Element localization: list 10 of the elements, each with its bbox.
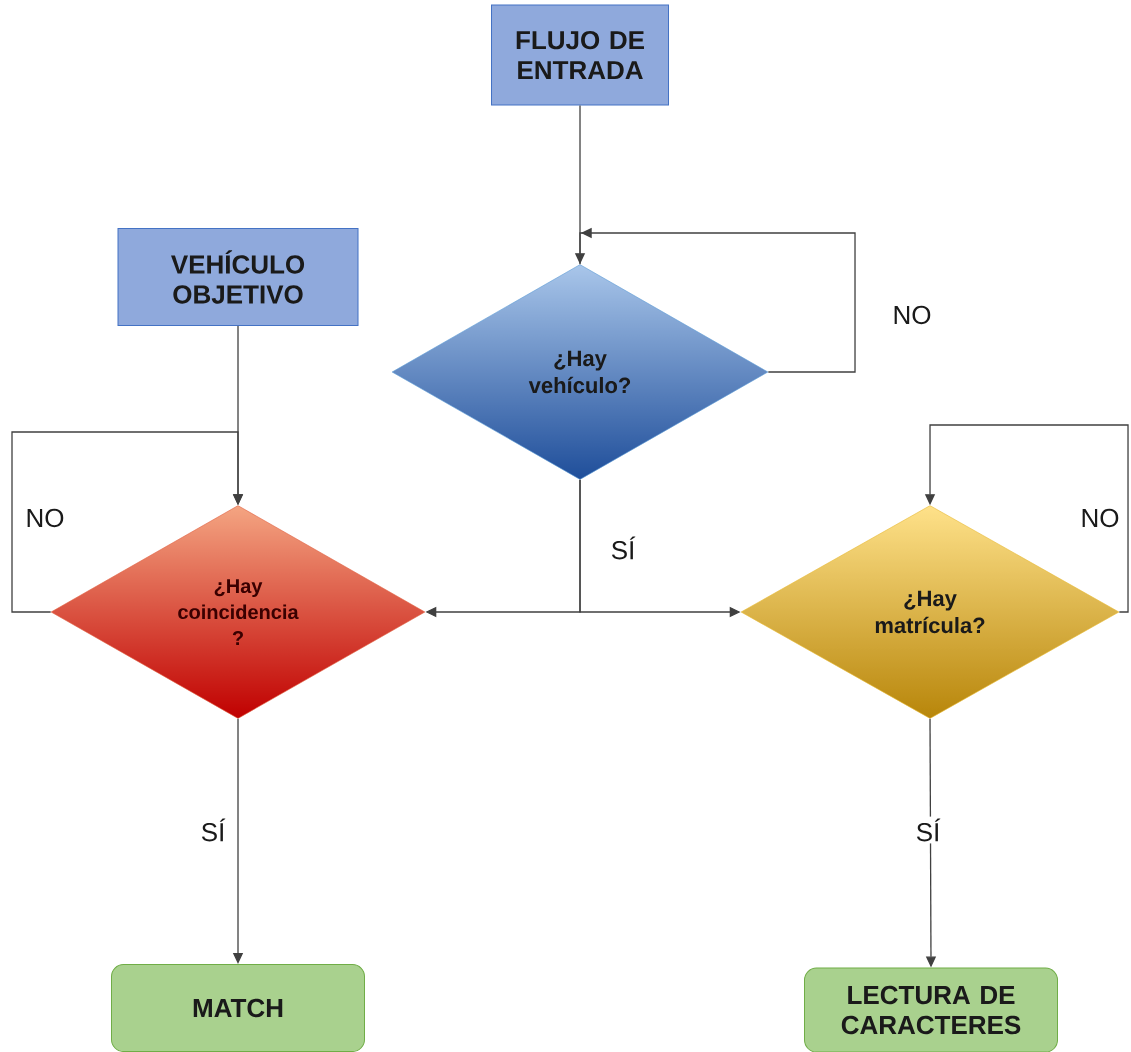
edge-label: NO [890, 303, 934, 327]
edge-label: SÍ [198, 816, 228, 844]
edge-label: NO [1078, 506, 1122, 530]
terminal-box: MATCH [111, 964, 365, 1052]
edge-label: SÍ [913, 816, 943, 844]
edge-label: SÍ [608, 534, 638, 562]
arrow [11, 431, 244, 613]
process-box: FLUJO DE ENTRADA [491, 4, 669, 106]
terminal-box: LECTURA DE CARACTERES [804, 967, 1058, 1052]
process-box: VEHÍCULO OBJETIVO [117, 228, 359, 326]
